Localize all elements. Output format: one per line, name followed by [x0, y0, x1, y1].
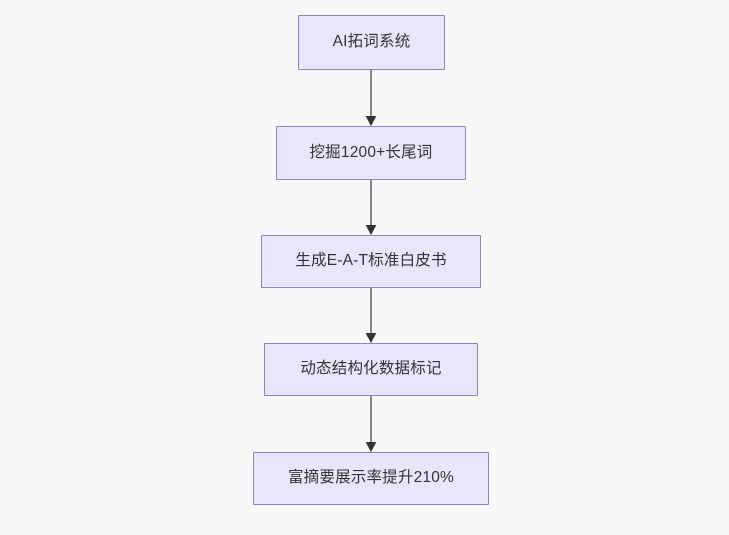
flow-node-label: 富摘要展示率提升210% [287, 469, 455, 487]
flow-node-label: AI拓词系统 [332, 33, 411, 51]
flow-node-dynamic-structured-data-markup[interactable]: 动态结构化数据标记 [264, 343, 478, 396]
flow-node-label: 生成E-A-T标准白皮书 [295, 252, 447, 270]
arrow-down-icon [365, 288, 377, 343]
flow-edge-n1-to-n2 [364, 180, 378, 235]
flow-node-rich-snippet-rate-increase[interactable]: 富摘要展示率提升210% [253, 452, 489, 505]
flow-edge-n3-to-n4 [364, 396, 378, 452]
arrow-down-icon [365, 180, 377, 235]
flow-edge-n2-to-n3 [364, 288, 378, 343]
flow-node-label: 动态结构化数据标记 [300, 360, 442, 378]
flow-node-label: 挖掘1200+长尾词 [309, 143, 433, 161]
flow-edge-n0-to-n1 [364, 70, 378, 126]
flow-node-mine-longtail-keywords[interactable]: 挖掘1200+长尾词 [276, 126, 466, 180]
arrow-down-icon [365, 70, 377, 126]
flow-node-ai-keyword-system[interactable]: AI拓词系统 [298, 15, 445, 70]
flow-node-generate-eat-whitepaper[interactable]: 生成E-A-T标准白皮书 [261, 235, 481, 288]
arrow-down-icon [365, 396, 377, 452]
